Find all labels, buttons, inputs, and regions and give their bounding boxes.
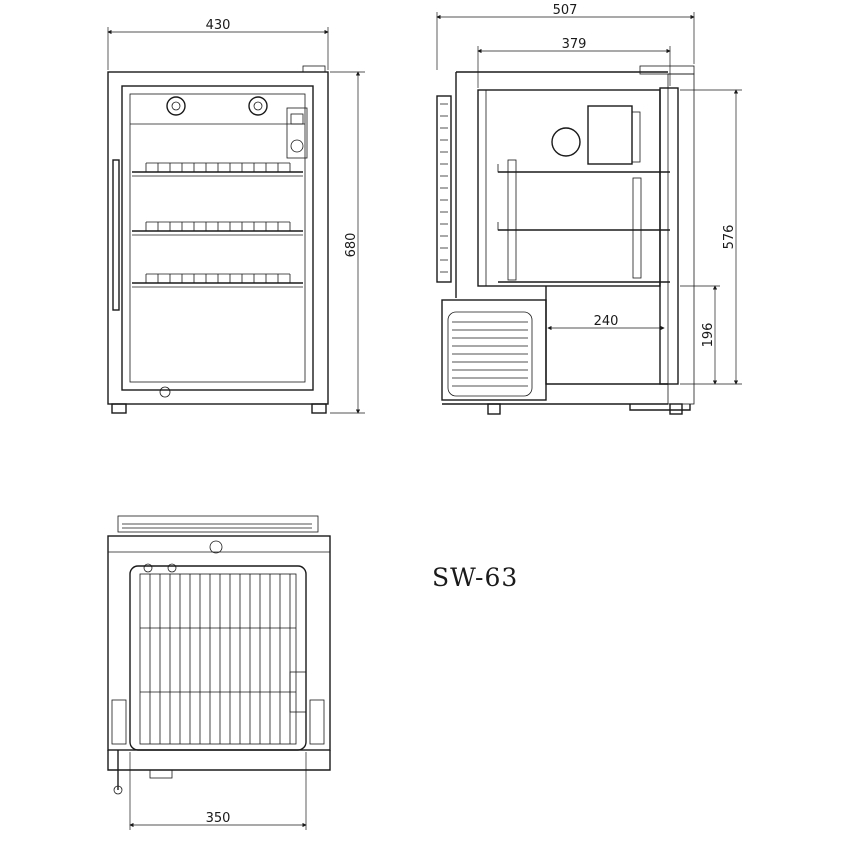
front-width-label: 430 <box>206 18 231 33</box>
front-view: 430 680 <box>107 18 365 414</box>
compressor-height-label: 196 <box>701 323 716 348</box>
foot <box>111 403 127 414</box>
front-height-label: 680 <box>344 233 359 258</box>
shelf-2 <box>132 221 303 236</box>
model-number: SW-63 <box>432 563 519 592</box>
side-depth-label: 507 <box>553 3 578 18</box>
foot <box>487 403 501 415</box>
shelf-1 <box>132 162 303 177</box>
compressor-housing <box>441 299 547 401</box>
compressor-depth-label: 240 <box>594 314 619 329</box>
foot <box>311 403 327 414</box>
side-shelves <box>497 159 670 283</box>
side-view: 507 379 576 196 240 <box>436 3 742 415</box>
foot <box>669 403 683 415</box>
control-box <box>587 105 633 165</box>
bottom-width-label: 350 <box>206 811 231 826</box>
side-inner-depth-label: 379 <box>562 37 587 52</box>
lock-icon <box>159 386 171 398</box>
fan-icon <box>551 127 581 157</box>
back-view: 350 <box>107 515 331 830</box>
side-inner-height-label: 576 <box>722 225 737 250</box>
shelf-3 <box>132 273 303 288</box>
thermostat-knob-icon <box>166 96 186 116</box>
thermostat-knob-icon <box>248 96 268 116</box>
